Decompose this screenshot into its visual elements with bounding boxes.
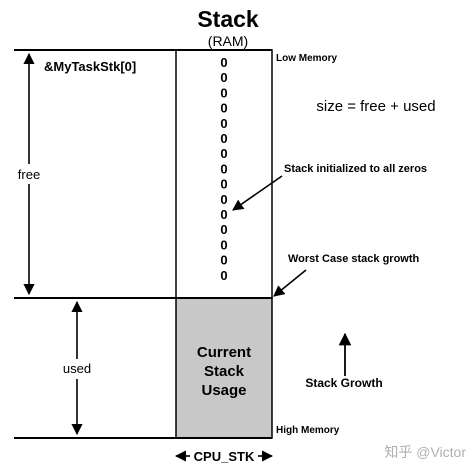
top-pointer-label: &MyTaskStk[0] <box>44 59 136 74</box>
cpu-stk-label: CPU_STK <box>194 449 255 464</box>
size-formula: size = free + used <box>316 98 435 115</box>
worst-case-arrow <box>273 269 307 297</box>
free-label: free <box>18 167 40 182</box>
watermark: 知乎 @Victor <box>384 444 466 460</box>
stack-initialized-label: Stack initialized to all zeros <box>284 163 427 175</box>
stack-growth-label: Stack Growth <box>305 376 382 390</box>
zero-cell: 0 <box>220 85 227 100</box>
subtitle: (RAM) <box>208 33 248 49</box>
zero-cell: 0 <box>220 177 227 192</box>
free-label-bg <box>12 164 46 184</box>
zero-cell: 0 <box>220 192 227 207</box>
used-label-bg <box>58 359 96 379</box>
usage-label-line-2: Stack <box>204 363 245 380</box>
zero-cell: 0 <box>220 116 227 131</box>
stack-initialized-arrow <box>232 175 283 211</box>
zero-cell: 0 <box>220 70 227 85</box>
low-memory-label: Low Memory <box>276 53 338 64</box>
stack-free-region <box>175 49 273 299</box>
zero-cell: 0 <box>220 131 227 146</box>
zero-cell: 0 <box>220 268 227 283</box>
zero-cell: 0 <box>220 161 227 176</box>
zero-cell: 0 <box>220 222 227 237</box>
zero-cell: 0 <box>220 237 227 252</box>
stack-used-region <box>175 297 273 439</box>
high-memory-label: High Memory <box>276 425 340 436</box>
zero-cell: 0 <box>220 101 227 116</box>
zero-cell: 0 <box>220 55 227 70</box>
zero-cell: 0 <box>220 207 227 222</box>
used-label: used <box>63 361 91 376</box>
usage-label-line-3: Usage <box>201 382 246 399</box>
worst-case-label: Worst Case stack growth <box>288 253 420 265</box>
zero-cell: 0 <box>220 253 227 268</box>
title: Stack <box>197 6 259 32</box>
zero-cell: 0 <box>220 146 227 161</box>
usage-label-line-1: Current <box>197 344 251 361</box>
